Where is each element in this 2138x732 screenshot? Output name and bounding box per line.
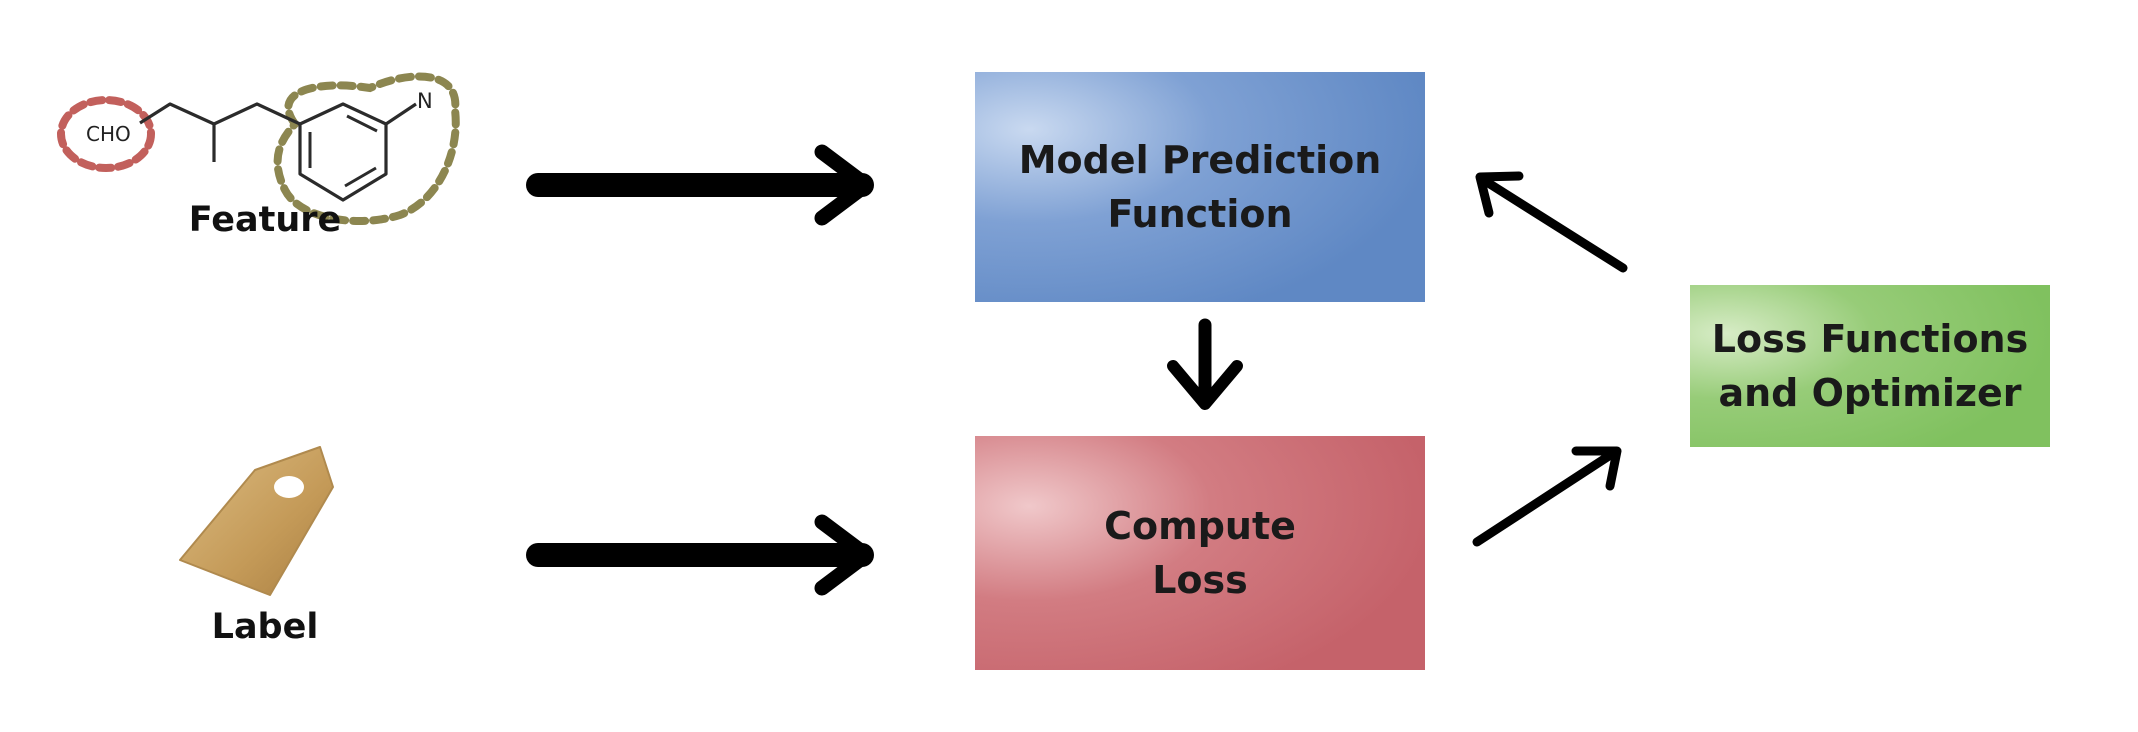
carbon-chain [139,102,301,126]
optimizer-box [1690,285,2050,447]
aldehyde-text: CHO [86,122,131,146]
model-prediction-box [975,72,1425,302]
aldehyde-highlight [57,96,155,172]
label-tag-icon [179,446,334,596]
arrow-model-to-loss [1167,318,1243,410]
compute-loss-label: Compute Loss [975,436,1425,670]
optimizer-label: Loss Functions and Optimizer [1690,285,2050,447]
model-prediction-line1: Model Prediction [1018,138,1382,182]
arrow-optimizer-to-model [1475,171,1628,273]
optimizer-line1: Loss Functions [1711,317,2029,361]
benzene-ring [298,102,388,202]
arrow-loss-to-optimizer [1472,446,1622,547]
model-prediction-line2: Function [1107,192,1293,236]
ring-highlight [273,72,460,225]
compute-loss-box [975,436,1425,670]
nitrogen-bond [385,102,417,126]
arrow-feature-to-model [526,144,874,226]
arrow-label-to-loss [526,514,874,596]
label-caption: Label [211,607,319,647]
optimizer-line2: and Optimizer [1718,371,2022,415]
feature-molecule-icon: CHO N [57,72,460,225]
model-prediction-label: Model Prediction Function [975,72,1425,302]
ring-inner-bond [346,114,378,133]
nitrogen-text: N [417,89,433,113]
ring-inner-bond [344,166,377,188]
compute-loss-line2: Loss [1152,558,1248,602]
compute-loss-line1: Compute [1104,504,1296,548]
feature-label: Feature [188,200,342,240]
